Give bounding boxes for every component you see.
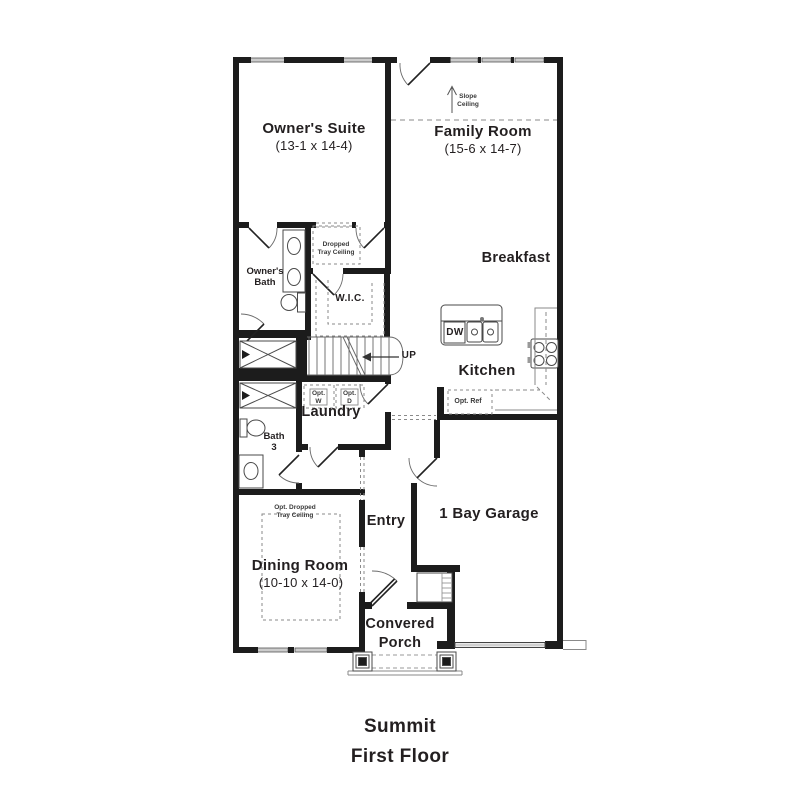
stove (527, 338, 559, 369)
family-room-label: Family Room (434, 123, 532, 140)
faucet (480, 317, 484, 321)
bath3-line2: 3 (271, 442, 277, 453)
sink-basin (466, 321, 483, 343)
slope-line2: Ceiling (457, 100, 479, 108)
stairs (307, 336, 404, 376)
dropped-tray-label: Dropped Tray Ceiling (318, 241, 355, 256)
porch-post (436, 651, 457, 672)
bath3-label: Bath 3 (263, 431, 284, 453)
interior-walls (233, 57, 563, 653)
garage-label: 1 Bay Garage (439, 505, 539, 522)
garage-stoop (563, 640, 587, 650)
dishwasher-label: DW (446, 327, 464, 338)
slope-ceiling-arrow (447, 85, 457, 113)
owners-bath-line1: Owner's (246, 266, 284, 277)
opt-dropped-tray-label: Opt. Dropped Tray Ceiling (274, 504, 316, 519)
kitchen-label: Kitchen (458, 362, 516, 379)
slope-ceiling-label: Slope Ceiling (457, 93, 479, 108)
opt-d-line2: D (347, 397, 352, 405)
owners-bath-line2: Bath (254, 277, 276, 288)
doors (240, 62, 438, 607)
owners-suite-label: Owner's Suite (262, 120, 366, 137)
dashed-annotations (261, 222, 493, 621)
slope-line1: Slope (459, 93, 477, 100)
entry-closet (416, 572, 453, 603)
kitchen-counters (495, 307, 557, 411)
window (294, 646, 330, 654)
up-label: UP (401, 350, 417, 361)
porch-line2: Porch (378, 635, 422, 651)
owners-bath-label: Owner's Bath (246, 266, 283, 288)
plan-title: Summit (363, 716, 437, 737)
opt-washer-label: Opt. W (312, 390, 325, 405)
bath-fixtures (238, 229, 306, 489)
porch-structure (347, 651, 463, 676)
opt-ref-label: Opt. Ref (454, 398, 482, 405)
opt-w-line2: W (315, 397, 322, 405)
laundry-label: Laundry (301, 404, 361, 420)
kitchen-island (440, 304, 503, 346)
entry-label: Entry (366, 513, 406, 529)
up-arrow (362, 352, 399, 362)
window (248, 56, 287, 64)
opt-tray-line1: Opt. Dropped (274, 504, 316, 511)
dining-room-dims: (10-10 x 14-0) (258, 575, 344, 590)
wic-label: W.I.C. (335, 293, 365, 304)
plan-subtitle: First Floor (350, 746, 450, 767)
bath3-vanity (238, 454, 264, 489)
window (448, 56, 481, 64)
family-room-dims: (15-6 x 14-7) (444, 141, 522, 156)
washer-dryer-boxes (309, 388, 359, 406)
owners-bath-toilet (280, 292, 306, 313)
porch-line1: Convered (365, 616, 435, 632)
dishwasher (443, 321, 466, 344)
bath3-line1: Bath (263, 431, 285, 442)
opt-tray-line2: Tray Ceiling (276, 511, 314, 519)
owners-bath-vanity (282, 229, 306, 293)
window (514, 56, 547, 64)
dining-room-label: Dining Room (251, 557, 349, 574)
opt-d-line1: Opt. (343, 390, 356, 397)
porch-post (352, 651, 373, 672)
windows (248, 56, 547, 654)
garage-door (454, 642, 546, 648)
window (255, 646, 291, 654)
bath3-shower (239, 382, 297, 409)
window (481, 56, 514, 64)
porch-label: Convered Porch (365, 615, 434, 653)
tray-line1: Dropped (322, 241, 350, 248)
tray-line2: Tray Ceiling (317, 248, 355, 256)
owners-shower (239, 340, 297, 369)
opt-dryer-label: Opt. D (343, 390, 356, 405)
wall-gaps (397, 56, 430, 64)
breakfast-label: Breakfast (481, 250, 551, 266)
bath3-toilet (239, 418, 266, 438)
kitchen-fixtures (440, 304, 559, 369)
sink-basin (482, 321, 499, 343)
owners-suite-dims: (13-1 x 14-4) (275, 138, 353, 153)
window (341, 56, 375, 64)
opt-w-line1: Opt. (312, 390, 325, 397)
